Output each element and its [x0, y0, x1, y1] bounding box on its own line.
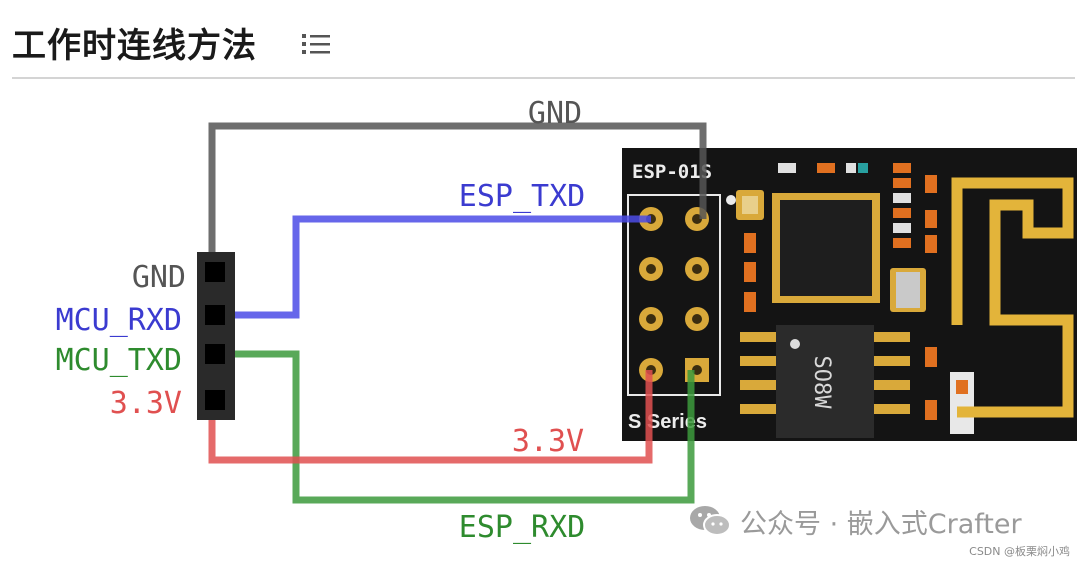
- module-series-label: S Series: [628, 411, 707, 433]
- module-name-label: ESP-01S: [632, 161, 712, 183]
- esp-rxd-label: ESP_RXD: [459, 510, 585, 545]
- wechat-icon: [690, 506, 731, 536]
- esp-txd-label: ESP_TXD: [459, 179, 585, 214]
- pin-label-gnd: GND: [132, 260, 186, 295]
- wire-gnd: [208, 122, 707, 262]
- module-pin-outline: [627, 194, 721, 396]
- smd-components: [736, 163, 974, 434]
- v33-wire-label: 3.3V: [512, 424, 584, 459]
- wiring-diagram: SO8W ESP-01S S Series GND ESP_TXD 3.3V E…: [56, 96, 1077, 545]
- pin-label-3v3: 3.3V: [110, 386, 182, 421]
- flash-chip-marking: SO8W: [809, 356, 834, 410]
- flash-chip: SO8W: [740, 325, 910, 438]
- wire-esp-rxd: [215, 350, 695, 504]
- wires: [208, 122, 707, 504]
- csdn-credit: CSDN @板栗焖小鸡: [969, 545, 1070, 558]
- page-title: 工作时连线方法: [12, 26, 257, 66]
- page-header: 工作时连线方法: [0, 0, 1080, 80]
- pin-label-mcu-txd: MCU_TXD: [56, 343, 182, 378]
- gnd-wire-label: GND: [528, 96, 582, 131]
- list-icon[interactable]: [300, 30, 332, 58]
- wire-esp-txd: [215, 215, 651, 319]
- watermark: 公众号 · 嵌入式Crafter: [688, 503, 1022, 540]
- wire-3v3: [208, 370, 653, 464]
- pin-label-mcu-rxd: MCU_RXD: [56, 303, 182, 338]
- main-chip: [772, 193, 880, 303]
- mcu-header: [197, 252, 235, 420]
- title-divider: [12, 77, 1075, 79]
- pcb-antenna: [951, 177, 1074, 418]
- watermark-text: 公众号 · 嵌入式Crafter: [740, 508, 1022, 540]
- module-corner-mark: [726, 195, 736, 205]
